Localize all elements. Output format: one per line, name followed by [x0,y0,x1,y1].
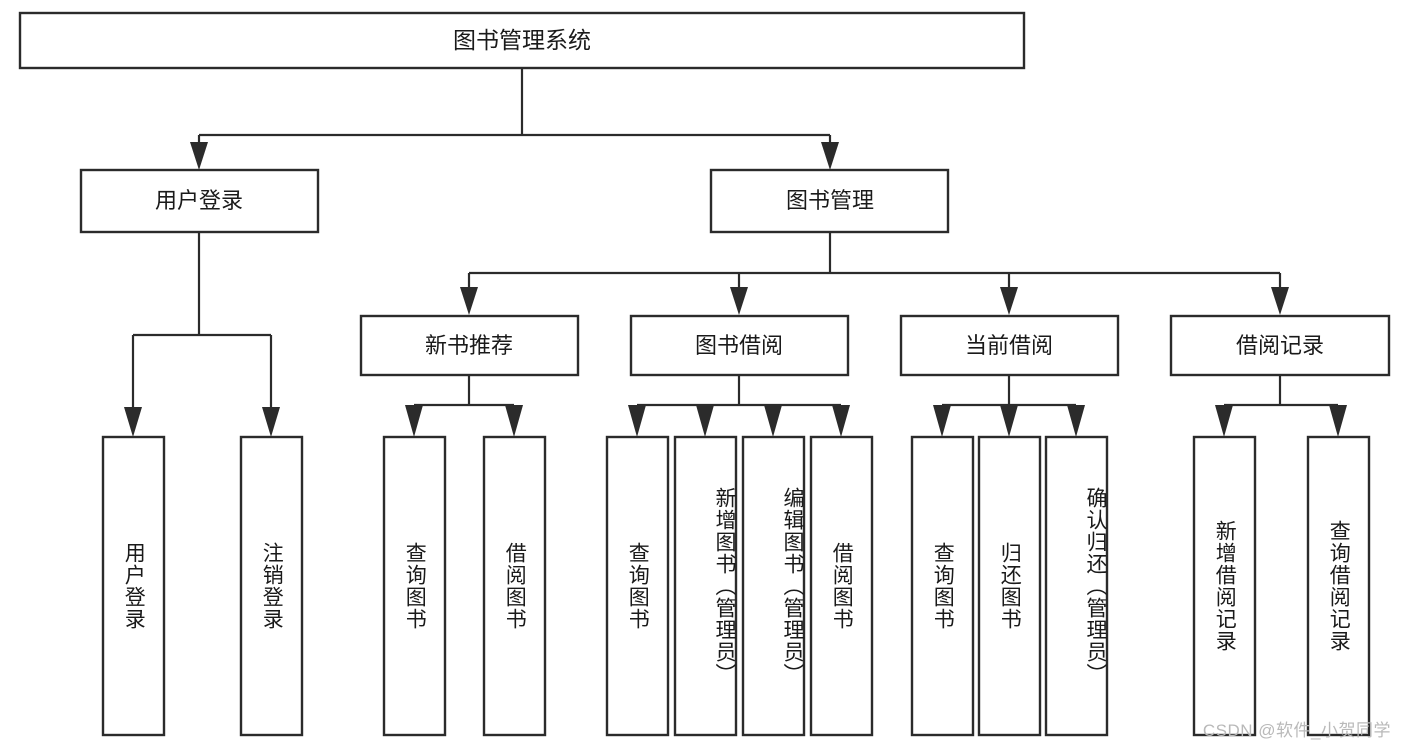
leaf-box-book-borrow-1[interactable] [605,435,670,737]
node-book-manage-label: 图书管理 [786,188,874,213]
node-book-borrow[interactable]: 图书借阅 [629,314,850,377]
node-borrow-record[interactable]: 借阅记录 [1169,314,1391,377]
arrow-new-book-leaf-2 [505,405,523,437]
connector-group-current-borrow [933,375,1085,437]
leaf-box-book-borrow-3[interactable] [741,435,806,737]
arrow-book-borrow-leaf-2 [696,405,714,437]
node-book-borrow-label: 图书借阅 [695,333,783,358]
connector-group-book-borrow [628,375,850,437]
arrow-book-borrow-leaf-1 [628,405,646,437]
arrow-user-login-leaf-2 [262,407,280,437]
arrow-borrow-record-leaf-1 [1215,405,1233,437]
csdn-watermark: CSDN @软件_小贺同学 [1202,721,1391,740]
leaf-box-book-borrow-4[interactable] [809,435,874,737]
node-book-manage-box[interactable] [709,168,950,234]
leaf-box-current-borrow-3[interactable] [1044,435,1109,737]
node-current-borrow-label: 当前借阅 [965,333,1053,358]
leaf-box-user-login-1[interactable] [101,435,166,737]
node-book-borrow-box[interactable] [629,314,850,377]
leaf-box-new-book-1[interactable] [382,435,447,737]
leaf-box-current-borrow-1[interactable] [910,435,975,737]
arrow-current-borrow-leaf-2 [1000,405,1018,437]
node-root-box[interactable] [18,11,1026,70]
node-new-book-recommend-label: 新书推荐 [425,333,513,358]
arrow-book-manage-to-new-book [460,287,478,315]
arrow-new-book-leaf-1 [405,405,423,437]
node-borrow-record-box[interactable] [1169,314,1391,377]
connector-group-user-login [124,232,280,437]
node-root-label: 图书管理系统 [453,27,591,53]
node-user-login[interactable]: 用户登录 [79,168,320,234]
arrow-book-manage-to-book-borrow [730,287,748,315]
node-book-manage[interactable]: 图书管理 [709,168,950,234]
connector-group-new-book [405,375,523,437]
leaf-box-new-book-2[interactable] [482,435,547,737]
node-current-borrow-box[interactable] [899,314,1120,377]
leaf-box-borrow-record-1[interactable] [1192,435,1257,737]
arrow-current-borrow-leaf-3 [1067,405,1085,437]
node-root[interactable]: 图书管理系统 [18,11,1026,70]
arrow-root-to-user-login [190,142,208,170]
node-borrow-record-label: 借阅记录 [1236,333,1324,358]
leaf-box-user-login-2[interactable] [239,435,304,737]
leaf-box-borrow-record-2[interactable] [1306,435,1371,737]
leaf-box-current-borrow-2[interactable] [977,435,1042,737]
arrow-book-manage-to-borrow-record [1271,287,1289,315]
node-new-book-recommend-box[interactable] [359,314,580,377]
node-current-borrow[interactable]: 当前借阅 [899,314,1120,377]
arrow-book-borrow-leaf-3 [764,405,782,437]
node-new-book-recommend[interactable]: 新书推荐 [359,314,580,377]
connector-group-root [190,68,839,170]
connector-group-borrow-record [1215,375,1347,437]
node-user-login-label: 用户登录 [155,188,243,213]
arrow-user-login-leaf-1 [124,407,142,437]
arrow-book-manage-to-current-borrow [1000,287,1018,315]
connector-group-book-manage [460,232,1289,315]
arrow-current-borrow-leaf-1 [933,405,951,437]
node-user-login-box[interactable] [79,168,320,234]
arrow-borrow-record-leaf-2 [1329,405,1347,437]
arrow-root-to-book-manage [821,142,839,170]
arrow-book-borrow-leaf-4 [832,405,850,437]
leaf-box-book-borrow-2[interactable] [673,435,738,737]
